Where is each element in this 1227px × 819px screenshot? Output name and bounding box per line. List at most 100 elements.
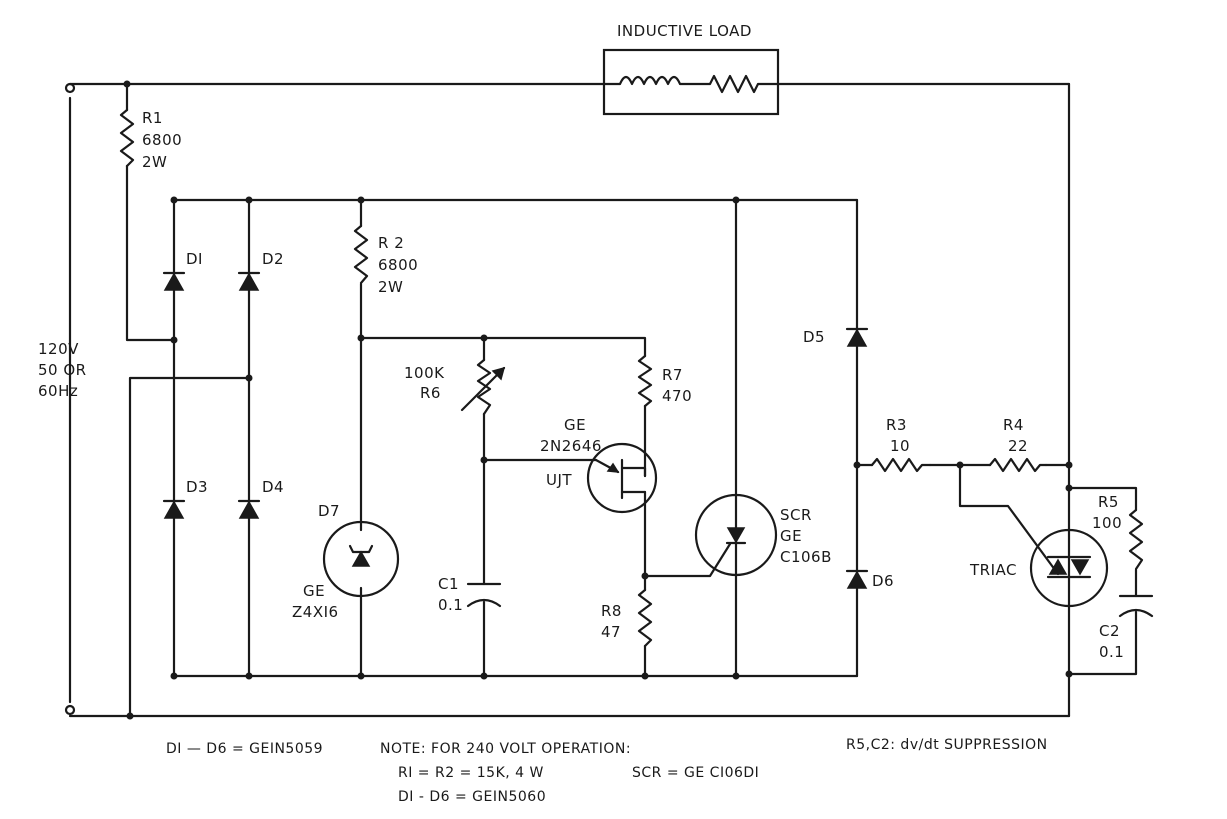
- junction: [1065, 484, 1073, 492]
- wire-left-lower: [128, 376, 251, 718]
- wire-triac-gate: [958, 463, 1060, 576]
- c1-capacitor: [466, 582, 502, 608]
- d7-part: Z4XI6: [292, 603, 339, 621]
- note-title: NOTE: FOR 240 VOLT OPERATION:: [380, 741, 631, 757]
- r3-name: R3: [886, 416, 907, 434]
- r4-name: R4: [1003, 416, 1024, 434]
- diodes-note: DI — D6 = GEIN5059: [166, 741, 323, 757]
- ujt-part: 2N2646: [540, 437, 602, 455]
- r3-value: 10: [890, 437, 910, 455]
- ujt-label: UJT: [546, 471, 572, 489]
- r4-value: 22: [1008, 437, 1028, 455]
- r2-power: 2W: [378, 278, 403, 296]
- r1-name: R1: [142, 109, 163, 127]
- r7-resistor: [637, 354, 653, 408]
- junction: [126, 712, 134, 720]
- junction: [170, 196, 178, 204]
- junction: [357, 672, 365, 680]
- junction: [123, 80, 131, 88]
- junction: [956, 461, 964, 469]
- junction: [732, 672, 740, 680]
- suppression-note: R5,C2: dv/dt SUPPRESSION: [846, 737, 1048, 753]
- c1-name: C1: [438, 575, 459, 593]
- r6-value: 100K: [404, 364, 445, 382]
- supply-terminal-top: [64, 82, 76, 94]
- c2-name: C2: [1099, 622, 1120, 640]
- d7-mfr: GE: [303, 582, 325, 600]
- r5-value: 100: [1092, 514, 1122, 532]
- r6-variable-resistor: [460, 358, 506, 416]
- d2-diode: [237, 271, 261, 291]
- ujt-mfr: GE: [564, 416, 586, 434]
- ujt-transistor: [586, 442, 658, 514]
- d2-label: D2: [262, 250, 284, 268]
- junction: [1065, 670, 1073, 678]
- scr-thyristor: [694, 493, 778, 577]
- r4-resistor: [988, 457, 1048, 473]
- d1-label: DI: [186, 250, 203, 268]
- r6-name: R6: [420, 384, 441, 402]
- junction: [170, 336, 178, 344]
- scr-mfr: GE: [780, 527, 802, 545]
- terminals: [64, 82, 76, 716]
- junction: [480, 672, 488, 680]
- triac: [1029, 528, 1109, 608]
- r8-name: R8: [601, 602, 622, 620]
- r5-resistor: [1128, 508, 1144, 571]
- r1-power: 2W: [142, 153, 167, 171]
- inductive-load-label: INDUCTIVE LOAD: [617, 22, 752, 40]
- d4-label: D4: [262, 478, 284, 496]
- d3-diode: [162, 499, 186, 519]
- d1-diode: [162, 271, 186, 291]
- junctions: [123, 80, 1073, 720]
- note-diodes: DI - D6 = GEIN5060: [398, 789, 546, 805]
- wires: [68, 82, 1138, 718]
- wire-r1-branch: [125, 82, 176, 342]
- junction: [641, 672, 649, 680]
- junction: [853, 461, 861, 469]
- note-resistors: RI = R2 = 15K, 4 W: [398, 765, 544, 781]
- d7-zener-diode: [322, 520, 400, 598]
- junction: [480, 456, 488, 464]
- r2-resistor: [353, 224, 369, 285]
- junction: [1065, 461, 1073, 469]
- d5-label: D5: [803, 328, 825, 346]
- r1-resistor: [119, 108, 135, 168]
- r8-value: 47: [601, 623, 621, 641]
- r1-value: 6800: [142, 131, 182, 149]
- r8-resistor: [637, 588, 653, 648]
- supply-freq-label-2: 60Hz: [38, 382, 78, 400]
- notes: DI — D6 = GEIN5059 NOTE: FOR 240 VOLT OP…: [166, 737, 1048, 805]
- d5-diode: [845, 327, 869, 347]
- d4-diode: [237, 499, 261, 519]
- r5-name: R5: [1098, 493, 1119, 511]
- wire-scr-gate: [643, 542, 732, 578]
- scr-label: SCR: [780, 506, 812, 524]
- junction: [245, 672, 253, 680]
- r2-name: R 2: [378, 234, 404, 252]
- wire-r5-c2: [1067, 486, 1138, 676]
- scr-part: C106B: [780, 548, 832, 566]
- component-labels: INDUCTIVE LOAD R1 6800 2W R 2 6800 2W DI…: [38, 22, 1124, 661]
- c2-value: 0.1: [1099, 643, 1124, 661]
- junction: [357, 196, 365, 204]
- supply-terminal-bottom: [64, 704, 76, 716]
- junction: [641, 572, 649, 580]
- c1-value: 0.1: [438, 596, 463, 614]
- note-scr: SCR = GE CI06DI: [632, 765, 759, 781]
- r3-resistor: [870, 457, 932, 473]
- junction: [480, 334, 488, 342]
- junction: [170, 672, 178, 680]
- junction: [245, 196, 253, 204]
- triac-label: TRIAC: [969, 561, 1017, 579]
- d7-name: D7: [318, 502, 340, 520]
- r7-name: R7: [662, 366, 683, 384]
- d6-label: D6: [872, 572, 894, 590]
- r7-value: 470: [662, 387, 692, 405]
- d3-label: D3: [186, 478, 208, 496]
- supply-freq-label-1: 50 OR: [38, 361, 87, 379]
- wire-r6-r7: [359, 336, 647, 358]
- supply-voltage-label: 120V: [38, 340, 79, 358]
- junction: [732, 196, 740, 204]
